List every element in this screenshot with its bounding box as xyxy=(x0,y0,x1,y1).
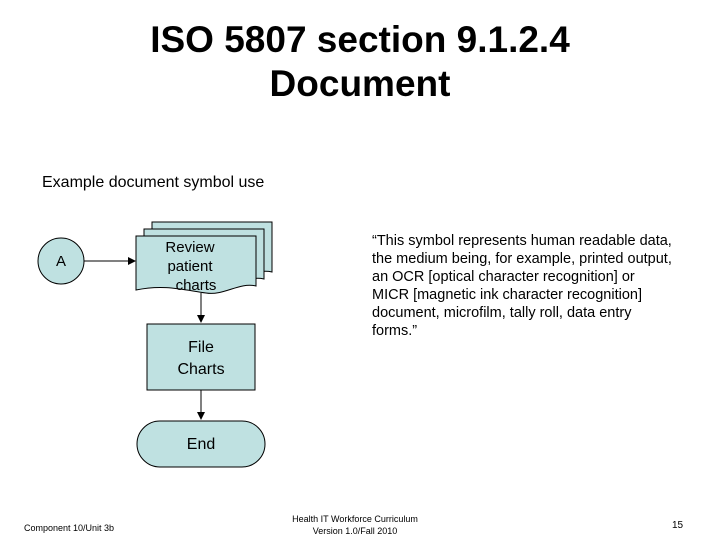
footer-component-label: Component 10/Unit 3b xyxy=(24,523,115,533)
process-label: File Charts xyxy=(150,337,252,381)
iso-definition-quote: “This symbol represents human readable d… xyxy=(372,233,672,339)
terminator-shape xyxy=(136,420,266,468)
footer-curriculum-line-1: Health IT Workforce Curriculum xyxy=(292,514,418,524)
process-label-line-1: File xyxy=(188,339,214,356)
terminator-label: End xyxy=(137,435,265,454)
connector-label-text: A xyxy=(55,253,66,270)
footer-curriculum-line-2: Version 1.0/Fall 2010 xyxy=(312,526,398,536)
footer-curriculum-info: Health IT Workforce Curriculum Version 1… xyxy=(270,513,440,537)
slide-title-line-2: Document xyxy=(269,63,451,104)
slide-title-line-1: ISO 5807 section 9.1.2.4 xyxy=(150,19,570,60)
slide-subtitle: Example document symbol use xyxy=(42,174,265,191)
terminator-label-text: End xyxy=(186,436,216,453)
connector-label: A xyxy=(38,252,84,271)
process-box xyxy=(146,323,256,391)
document-label: Review patient charts xyxy=(148,238,232,295)
slide-title: ISO 5807 section 9.1.2.4 Document xyxy=(0,18,720,106)
document-label-line-3: charts xyxy=(175,277,217,294)
document-sheet-front xyxy=(135,235,257,294)
page-number: 15 xyxy=(672,520,684,531)
document-label-line-2: patient xyxy=(167,258,213,275)
multi-document-symbol xyxy=(135,221,273,294)
process-label-line-2: Charts xyxy=(177,361,225,378)
document-label-line-1: Review xyxy=(165,239,215,256)
